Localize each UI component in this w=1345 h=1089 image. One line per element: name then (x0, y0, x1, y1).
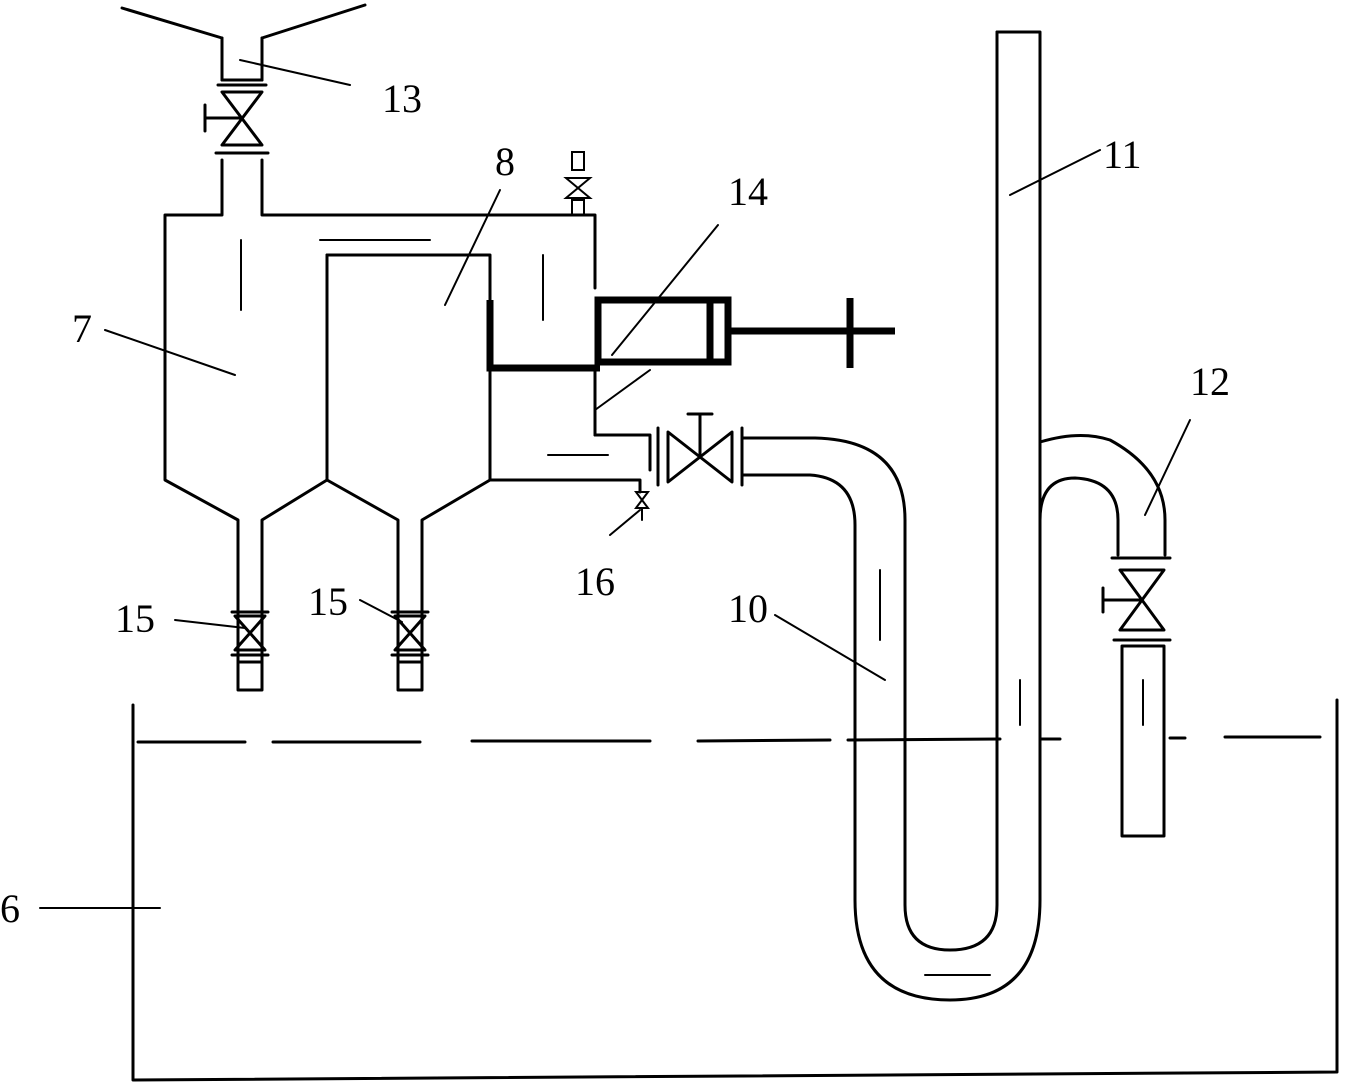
top-vent-valve (563, 151, 593, 216)
branch-pipe-12 (1038, 433, 1172, 560)
outlet-valve (656, 412, 744, 487)
branch-outlet (1120, 644, 1166, 838)
label-vessel-7: 7 (72, 306, 92, 351)
tube-11 (995, 30, 1042, 726)
label-vessel-8: 8 (495, 139, 515, 184)
label-drain-15-left: 15 (115, 596, 155, 641)
drain-valve-right (390, 610, 430, 692)
label-pipe-10: 10 (728, 586, 768, 631)
label-vent-16: 16 (575, 559, 615, 604)
piston-cylinder-14 (486, 296, 895, 472)
drain-valve-left (230, 610, 270, 692)
label-cylinder-14: 14 (728, 169, 768, 214)
leader-lines (39, 59, 1191, 909)
vessel-7 (163, 158, 597, 670)
label-inlet-13: 13 (382, 76, 422, 121)
branch-valve (1101, 568, 1172, 642)
label-tube-11: 11 (1103, 132, 1142, 177)
water-tank (131, 698, 1339, 1082)
label-drain-15-right: 15 (308, 579, 348, 624)
siphon-pipe-10 (740, 30, 1042, 1002)
inlet-pipe-13 (120, 3, 367, 87)
vent-valve-16 (634, 491, 650, 521)
inlet-valve (203, 90, 270, 155)
label-branch-12: 12 (1190, 359, 1230, 404)
label-tank: 6 (0, 886, 20, 931)
